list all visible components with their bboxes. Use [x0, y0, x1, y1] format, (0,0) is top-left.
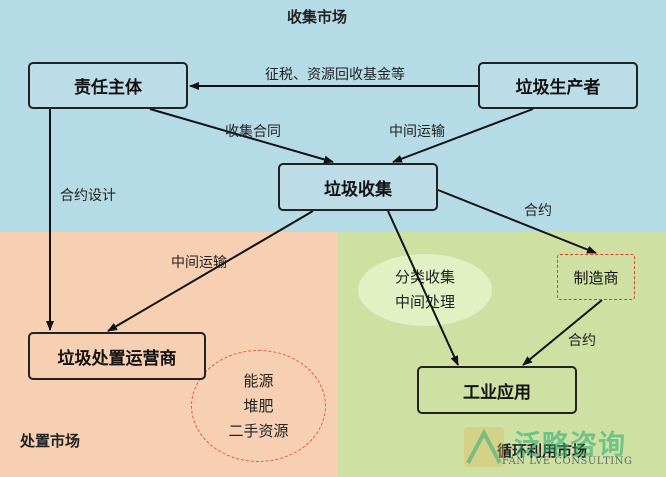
waste-collection-node: 垃圾收集	[278, 163, 438, 211]
recycling-market-title: 循环利用市场	[497, 442, 588, 460]
arrow-responsible-to-collection	[149, 108, 334, 164]
responsible-party-node: 责任主体	[28, 62, 188, 109]
arrow-manufacturer-to-industry	[522, 299, 603, 366]
watermark-logo: 泛略咨询 FAN LVE CONSULTING	[462, 423, 662, 473]
logo-name: 泛略咨询	[514, 430, 626, 461]
intermediate-processing-text: 中间处理	[394, 293, 455, 311]
tax-fund-label: 征税、资源回收基金等	[265, 67, 405, 83]
secondhand-resources-text: 二手资源	[228, 421, 289, 440]
disposal-market-title: 处置市场	[20, 432, 81, 450]
arrow-collection-to-operator	[107, 210, 314, 332]
compost-text: 堆肥	[243, 396, 274, 415]
arrow-producer-to-collection	[392, 108, 534, 163]
arrow-collection-to-manufacturer	[437, 189, 597, 254]
waste-producer-node: 垃圾生产者	[478, 62, 638, 109]
midway-transport-left-label: 中间运输	[171, 255, 227, 271]
disposal-operator-node: 垃圾处置运营商	[28, 332, 206, 380]
contract-right-label: 合约	[524, 203, 552, 219]
sorted-collection-text: 分类收集	[394, 268, 455, 286]
energy-text: 能源	[243, 371, 274, 390]
contract-bottom-label: 合约	[568, 333, 596, 349]
logo-mark-icon	[464, 427, 504, 467]
logo-subtitle: FAN LVE CONSULTING	[502, 456, 633, 467]
collection-market-title: 收集市场	[287, 8, 348, 26]
collection-contract-label: 收集合同	[225, 124, 281, 140]
arrow-collection-to-industry	[387, 210, 459, 366]
contract-design-label: 合约设计	[60, 188, 116, 204]
disposal-outputs-ellipse: 能源 堆肥 二手资源	[191, 350, 326, 462]
midway-transport-top-label: 中间运输	[389, 124, 445, 140]
industrial-application-node: 工业应用	[417, 366, 577, 414]
manufacturer-node: 制造商	[557, 254, 635, 300]
